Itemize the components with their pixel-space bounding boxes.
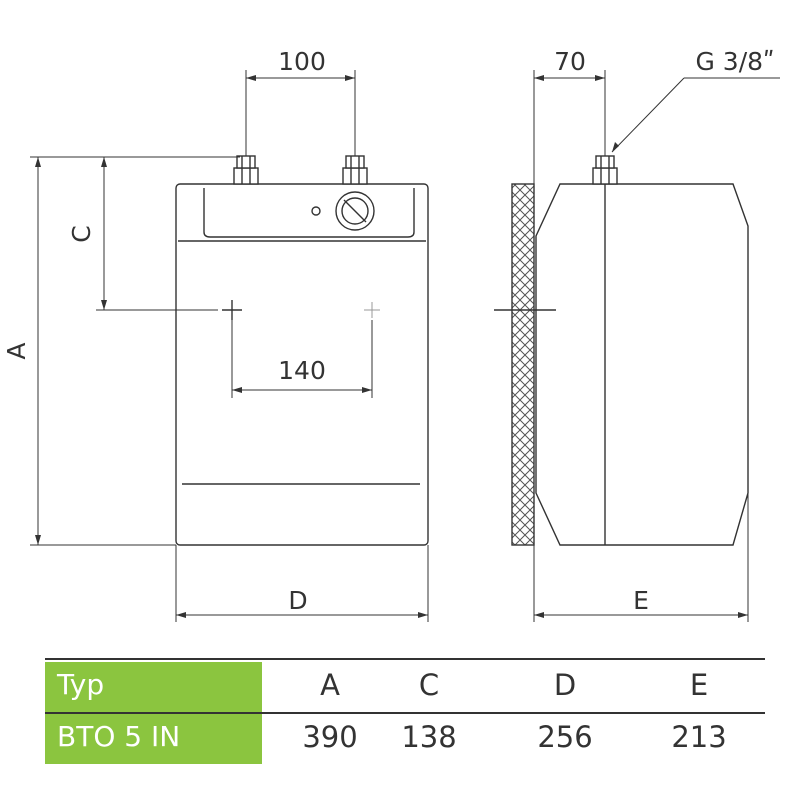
header-typ: Typ <box>57 668 105 701</box>
thermostat-knob <box>335 191 375 231</box>
front-dimension-arrows <box>35 75 428 618</box>
heater-side-body <box>535 183 749 546</box>
row-model: BTO 5 IN <box>57 720 181 753</box>
side-fitting <box>592 155 618 185</box>
row-value-d: 256 <box>537 720 593 754</box>
header-label-cell: Typ <box>45 662 262 712</box>
table-rule-middle <box>45 712 765 714</box>
header-a: A <box>320 668 340 702</box>
header-d: D <box>553 668 577 702</box>
dim-label-c: C <box>67 225 96 242</box>
header-e: E <box>689 668 709 702</box>
technical-drawing: 100 70 G 3/8ʺ 140 A C D E <box>2 47 780 622</box>
dim-label-70: 70 <box>554 47 586 76</box>
table-header-row: Typ A C D E <box>45 662 765 712</box>
mount-cross-right <box>364 302 380 318</box>
dim-label-e: E <box>633 586 649 615</box>
side-dimension-lines <box>533 70 780 622</box>
row-value-a: 390 <box>302 720 358 754</box>
dim-label-140: 140 <box>278 356 326 385</box>
front-view <box>175 155 429 546</box>
row-value-e: 213 <box>671 720 727 754</box>
inlet-fitting-left <box>233 155 259 185</box>
control-panel <box>203 188 415 238</box>
indicator-light <box>311 206 321 216</box>
dim-label-100: 100 <box>278 47 326 76</box>
header-c: C <box>418 668 440 702</box>
wall-hatch <box>511 183 535 546</box>
dim-label-d: D <box>288 586 307 615</box>
side-view <box>494 155 749 546</box>
mount-cross-left <box>222 300 242 320</box>
table-row: BTO 5 IN 390 138 256 213 <box>45 714 765 764</box>
side-dimension-arrows <box>534 75 748 618</box>
inlet-fitting-right <box>342 155 368 185</box>
row-label-cell: BTO 5 IN <box>45 714 262 764</box>
table-rule-top <box>45 658 765 660</box>
front-dimension-lines <box>30 70 429 622</box>
row-value-c: 138 <box>401 720 457 754</box>
heater-body <box>175 183 429 546</box>
dim-label-a: A <box>2 342 31 359</box>
dim-label-thread: G 3/8ʺ <box>695 47 774 76</box>
